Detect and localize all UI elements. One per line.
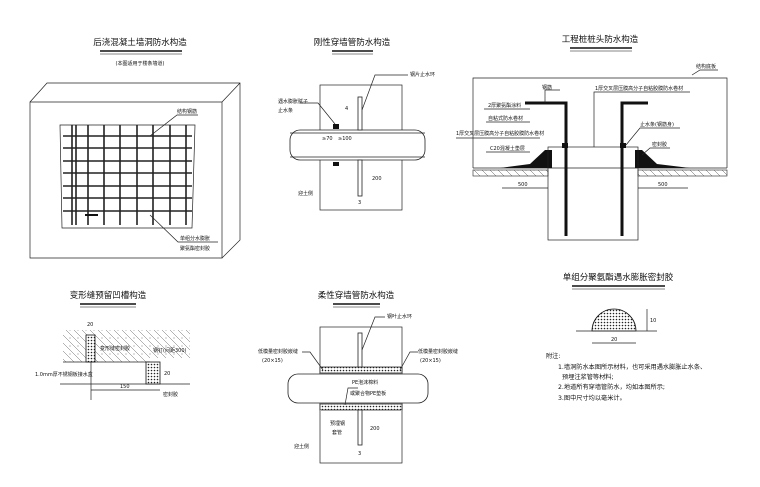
label-water-box: 1.0mm厚不锈钢板接水盒 [35, 371, 93, 378]
panel-title: 后浇混凝土墙洞防水构造 [93, 37, 187, 48]
dim-100: ≥100 [338, 136, 352, 142]
panel-deformation-joint: 变形缝预留凹槽构造 20 变形缝密封胶 钢钉(间距300) 1.0mm厚不锈钢板… [35, 290, 190, 400]
label-putty: 遇水膨胀腻子 [278, 98, 308, 105]
panel-title: 刚性穿墙管防水构造 [314, 37, 391, 48]
label-sealant-left: 低模量密封胶嵌缝 [258, 348, 298, 355]
label-sealant-right: 低模量密封胶嵌缝 [418, 348, 458, 355]
panel-flexible-pipe: 柔性穿墙管防水构造 钢叶止水环 低模量密封胶嵌缝 (20×15) 低模量密封胶嵌… [258, 290, 458, 464]
dim-20-side: 20 [164, 371, 170, 377]
panel-sealant-profile: 单组分聚氨酯遇水膨胀密封胶 10 20 附注: 1.墙洞防水本图所示材料，也可采… [546, 272, 706, 402]
panel-title: 工程桩桩头防水构造 [562, 34, 639, 45]
label-soil-side: 迎土侧 [294, 443, 309, 450]
label-embedded-steel: 预埋钢 [330, 420, 345, 427]
label-sealant: 密封胶 [652, 141, 667, 148]
label-pe-foam: PE泡沫棉料 [352, 379, 378, 386]
label-membrane-bottom: 1厚交叉层压膜高分子自粘胶膜防水卷材 [456, 130, 544, 137]
notes-title: 附注: [546, 352, 560, 360]
rebar-mesh [63, 125, 192, 225]
label-steel-ring: 钢片止水环 [410, 71, 435, 78]
panel-wall-opening: 后浇混凝土墙洞防水构造 (本图适用于楼条墙道) 结构钢筋 单组分水膨胀 聚氨酯密… [29, 37, 241, 259]
panel-title: 柔性穿墙管防水构造 [318, 290, 395, 301]
label-steel-ring: 钢叶止水环 [387, 313, 412, 320]
note-item: 1.墙洞防水本图所示材料，也可采用遇水膨胀止水条、 [558, 363, 706, 371]
dim-70: ≥70 [322, 136, 333, 142]
panel-title: 变形缝预留凹槽构造 [70, 290, 147, 301]
label-sleeve: 套管 [332, 429, 342, 436]
label-size-right: (20×15) [420, 358, 441, 364]
label-self-adhesive: 自粘式防水卷材 [488, 115, 523, 122]
label-rebar: 结构钢筋 [177, 108, 197, 115]
dim-150: 150 [120, 384, 130, 390]
label-rebar: 钢筋 [542, 84, 552, 91]
dim-width: 20 [611, 337, 617, 343]
label-size-left: (20×15) [262, 358, 283, 364]
label-c20-bedding: C20混凝土垫层 [490, 145, 525, 152]
dim-500-right: 500 [658, 182, 668, 188]
dim-200: 200 [372, 176, 382, 182]
label-slab: 结构底板 [696, 63, 716, 70]
label-steel-nail: 钢钉(间距300) [153, 347, 186, 354]
dim-500-left: 500 [518, 182, 528, 188]
label-waterstop: 止水条(钢筋身) [640, 121, 674, 128]
label-waterstop: 止水条 [278, 107, 293, 114]
panel-pile-head: 工程桩桩头防水构造 钢筋 结构底板 1厚交叉层压膜高分子自粘胶膜防水卷材 2厚聚… [456, 34, 728, 241]
label-sealant: 密封胶 [163, 391, 178, 398]
panel-subtitle: (本图适用于楼条墙道) [116, 60, 165, 67]
label-swelling-strip: 单组分水膨胀 [180, 235, 210, 242]
panel-title: 单组分聚氨酯遇水膨胀密封胶 [563, 272, 674, 283]
label-soil-side: 迎土侧 [298, 190, 313, 197]
note-item: 预埋注浆管等材料; [562, 373, 614, 381]
panel-rigid-pipe: 刚性穿墙管防水构造 钢片止水环 遇水膨胀腻子 止水条 迎土侧 ≥70 ≥100 … [278, 37, 435, 211]
label-pe-board: 或聚合物PE垫板 [350, 390, 386, 397]
label-membrane-top: 1厚交叉层压膜高分子自粘胶膜防水卷材 [595, 85, 683, 92]
dim-height: 10 [650, 318, 656, 324]
dim-4: 4 [345, 106, 348, 112]
dim-3: 3 [358, 451, 361, 457]
label-pu-coating: 2厚聚氨酯涂料 [488, 102, 521, 109]
dim-200: 200 [370, 426, 380, 432]
dim-3: 3 [358, 200, 361, 206]
dim-20-top: 20 [87, 322, 93, 328]
note-item: 3.图中尺寸均以毫米计。 [558, 394, 626, 402]
label-joint-sealant: 变形缝密封胶 [100, 345, 130, 352]
note-item: 2.地道所有穿墙管防水，均如本图所示; [558, 383, 665, 391]
label-sealant: 聚氨酯密封胶 [180, 245, 210, 252]
